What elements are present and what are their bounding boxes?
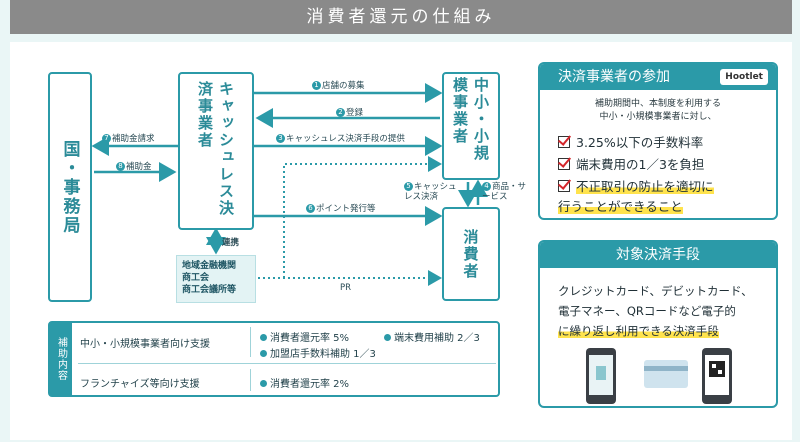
support-row-sme-label: 中小・小規模事業者向け支援: [80, 339, 210, 350]
payment-line-2: 電子マネー、QRコードなど電子的: [558, 304, 736, 318]
payment-line-3: に繰り返し利用できる決済手段: [558, 324, 719, 338]
support-col-divider-1: [250, 327, 251, 357]
checkbox-icon: [558, 158, 570, 170]
merchant-label: 中小・小規模事業者: [451, 77, 490, 162]
org-chamber-commerce: 商工会議所等: [182, 285, 237, 295]
operator-panel: 決済事業者の参加 Hootlet 補助期間中、本制度を利用する 中小・小規模事業…: [538, 62, 778, 220]
org-regional-bank: 地域金融機関: [182, 261, 237, 271]
check-terminal-cost: 端末費用の1／3を負担: [558, 154, 704, 173]
support-item-terminal: 端末費用補助 2／3: [384, 329, 480, 344]
operator-note-line1: 補助期間中、本制度を利用する: [594, 99, 721, 109]
checkbox-icon: [558, 136, 570, 148]
check-fraud-prevention: 不正取引の防止を適切に: [558, 176, 714, 195]
operator-note-line2: 中小・小規模事業者に対し、: [599, 112, 717, 122]
support-row-franchise-label: フランチャイズ等向け支援: [80, 379, 200, 390]
cashless-operator-label: キャッシュレス決済事業者: [196, 81, 235, 217]
support-side-label: 補助内容: [50, 323, 72, 395]
merchant-node: 中小・小規模事業者: [442, 72, 500, 180]
payment-devices-illustration: [586, 348, 732, 404]
check-fee-rate: 3.25%以下の手数料率: [558, 132, 703, 151]
alliance-label: 連携: [222, 238, 240, 248]
payment-panel-title: 対象決済手段: [540, 242, 776, 268]
pr-label: PR: [340, 283, 352, 293]
support-item-fee: 加盟店手数料補助 1／3: [260, 345, 376, 360]
operator-panel-header: 決済事業者の参加 Hootlet: [540, 64, 776, 90]
support-item-rebate-5: 消費者還元率 5%: [260, 329, 349, 344]
cashless-operator-node: キャッシュレス決済事業者: [178, 72, 254, 230]
hootlet-badge[interactable]: Hootlet: [720, 69, 768, 85]
support-item-rebate-2: 消費者還元率 2%: [260, 375, 349, 390]
payment-panel: 対象決済手段 クレジットカード、デビットカード、 電子マネー、QRコードなど電子…: [538, 240, 778, 408]
government-label: 国・事務局: [59, 139, 80, 235]
government-node: 国・事務局: [48, 72, 92, 302]
support-divider: [78, 363, 496, 364]
operator-note: 補助期間中、本制度を利用する 中小・小規模事業者に対し、: [540, 98, 776, 124]
regional-orgs-box: 地域金融機関 商工会 商工会議所等: [176, 255, 256, 303]
support-col-divider-2: [250, 369, 251, 391]
consumer-node: 消費者: [442, 207, 500, 301]
consumer-label: 消費者: [461, 228, 480, 280]
org-chamber: 商工会: [182, 273, 210, 283]
page-title: 消費者還元の仕組み: [10, 0, 792, 34]
checkbox-icon: [558, 180, 570, 192]
operator-panel-title: 決済事業者の参加: [558, 69, 670, 85]
check-fraud-prevention-cont: 行うことができること: [558, 199, 683, 214]
support-table: 補助内容 中小・小規模事業者向け支援 消費者還元率 5% 端末費用補助 2／3 …: [48, 321, 500, 397]
payment-line-1: クレジットカード、デビットカード、: [558, 284, 753, 298]
